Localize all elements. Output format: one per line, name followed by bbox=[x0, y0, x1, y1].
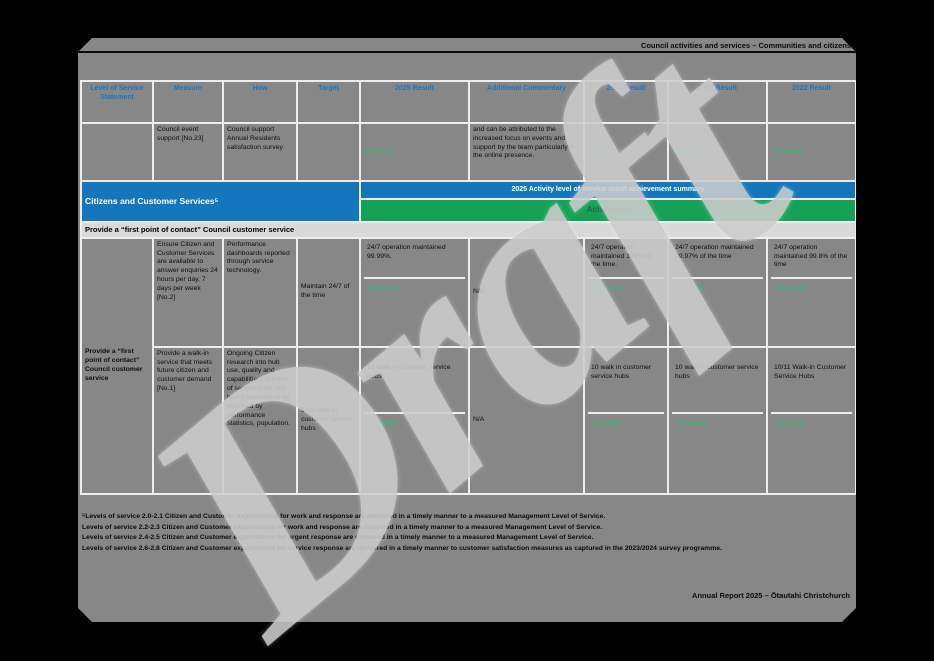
result-2024-status: Achieved bbox=[591, 284, 622, 292]
result-2022-cell: 24/7 operation maintained 99.8% of the t… bbox=[767, 238, 856, 347]
footnote-line: Levels of service 2.2-2.3 Citizen and Cu… bbox=[82, 523, 603, 531]
col-header-2025-result: 2025 Result bbox=[360, 81, 469, 123]
result-2023-status: Achieved bbox=[675, 419, 706, 427]
carryover-2025-result: Achieved bbox=[360, 123, 469, 181]
result-2024-metric: 10 walk in customer service hubs bbox=[588, 350, 664, 414]
result-2025-status: Achieved bbox=[367, 284, 398, 292]
result-2022-status: Achieved bbox=[774, 419, 805, 427]
level-of-service-table: Level of Service Statement Measure How T… bbox=[80, 80, 857, 495]
result-2024-cell: 24/7 operation maintained 100% of the ti… bbox=[584, 238, 668, 347]
how-cell: Performance dashboards reported through … bbox=[223, 238, 297, 347]
result-2025-cell: 24/7 operation maintained 99.99%. Achiev… bbox=[360, 238, 469, 347]
result-2025-cell: 12 walk in customer service hubs Achieve… bbox=[360, 347, 469, 494]
col-header-2024-result: 2024 Result bbox=[584, 81, 668, 123]
report-page: Council activities and services – Commun… bbox=[78, 38, 856, 622]
carryover-2022-result: Achieved bbox=[767, 123, 856, 181]
result-2023-metric: 10 walk in customer service hubs bbox=[672, 350, 763, 414]
running-header: Council activities and services – Commun… bbox=[640, 41, 851, 50]
result-2022-cell: 10/11 Walk-in Customer Service Hubs Achi… bbox=[767, 347, 856, 494]
measure-cell: Provide a walk-in service that meets fut… bbox=[153, 347, 223, 494]
footnotes-block: ⁵Levels of service 2.0-2.1 Citizen and C… bbox=[82, 512, 852, 554]
commentary-cell: N/A bbox=[469, 238, 584, 347]
result-2024-status: Achieved bbox=[591, 419, 622, 427]
result-2023-metric: 24/7 operation maintained 99.97% of the … bbox=[672, 241, 763, 279]
col-header-2023-result: 2023 Result bbox=[668, 81, 767, 123]
header-divider bbox=[78, 51, 856, 53]
subheading-band: Provide a “first point of contact” Counc… bbox=[81, 222, 856, 238]
carryover-commentary-cell: and can be attributed to the increased f… bbox=[469, 123, 584, 181]
result-2025-status: Achieved bbox=[367, 419, 398, 427]
commentary-cell: N/A bbox=[469, 347, 584, 494]
target-cell: Maintain 24/7 of the time bbox=[297, 238, 360, 347]
result-2023-cell: 24/7 operation maintained 99.97% of the … bbox=[668, 238, 767, 347]
result-2024-cell: 10 walk in customer service hubs Achieve… bbox=[584, 347, 668, 494]
result-2022-status: Achieved bbox=[774, 284, 805, 292]
summary-value-row: Achieved 4 bbox=[81, 199, 856, 222]
table-row-247-service: Provide a “first point of contact” Counc… bbox=[81, 238, 856, 347]
table-header-row: Level of Service Statement Measure How T… bbox=[81, 81, 856, 123]
footnote-line: Levels of service 2.6-2.8 Citizen and Cu… bbox=[82, 544, 722, 552]
result-2024-metric: 24/7 operation maintained 100% of the ti… bbox=[588, 241, 664, 279]
result-2022-metric: 10/11 Walk-in Customer Service Hubs bbox=[771, 350, 852, 414]
carryover-2023-result: Achieved bbox=[668, 123, 767, 181]
footnote-line: ⁵Levels of service 2.0-2.1 Citizen and C… bbox=[82, 513, 606, 520]
table-row-walk-in-service: Provide a walk-in service that meets fut… bbox=[81, 347, 856, 494]
statement-cell: Provide a “first point of contact” Counc… bbox=[81, 238, 153, 494]
carryover-how-cell: Council support Annual Residents satisfa… bbox=[223, 123, 297, 181]
section-band-row: Citizens and Customer Services⁵ 2025 Act… bbox=[81, 181, 856, 199]
carryover-statement-cell bbox=[81, 123, 153, 181]
footnote-line: Levels of service 2.4-2.5 Citizen and Cu… bbox=[82, 534, 594, 542]
summary-label-band: 2025 Activity level of service result ac… bbox=[360, 181, 856, 199]
result-2022-metric: 24/7 operation maintained 99.8% of the t… bbox=[771, 241, 852, 279]
col-header-measure: Measure bbox=[153, 81, 223, 123]
section-title-band: Citizens and Customer Services⁵ bbox=[81, 181, 360, 222]
measure-cell: Ensure Citizen and Customer Services are… bbox=[153, 238, 223, 347]
result-2025-metric: 12 walk in customer service hubs bbox=[364, 350, 465, 414]
col-header-target: Target bbox=[297, 81, 360, 123]
subheading-row: Provide a “first point of contact” Counc… bbox=[81, 222, 856, 238]
col-header-level-of-service: Level of Service Statement bbox=[81, 81, 153, 123]
summary-value-band: Achieved 4 bbox=[360, 199, 856, 222]
col-header-how: How bbox=[223, 81, 297, 123]
carryover-2024-result: Achieved bbox=[584, 123, 668, 181]
target-cell: 5-10 walk in customer service hubs bbox=[297, 347, 360, 494]
col-header-additional-commentary: Additional Commentary bbox=[469, 81, 584, 123]
how-cell: Ongoing Citizen research into hub use, q… bbox=[223, 347, 297, 494]
result-2023-cell: 10 walk in customer service hubs Achieve… bbox=[668, 347, 767, 494]
carryover-measure-cell: Council event support [No.23] bbox=[153, 123, 223, 181]
running-footer: Annual Report 2025 – Ōtautahi Christchur… bbox=[692, 591, 850, 600]
result-2023-status: Achieved bbox=[675, 284, 706, 292]
col-header-2022-result: 2022 Result bbox=[767, 81, 856, 123]
carryover-target-cell bbox=[297, 123, 360, 181]
table-row-carryover: Council event support [No.23] Council su… bbox=[81, 123, 856, 181]
result-2025-metric: 24/7 operation maintained 99.99%. bbox=[364, 241, 465, 279]
